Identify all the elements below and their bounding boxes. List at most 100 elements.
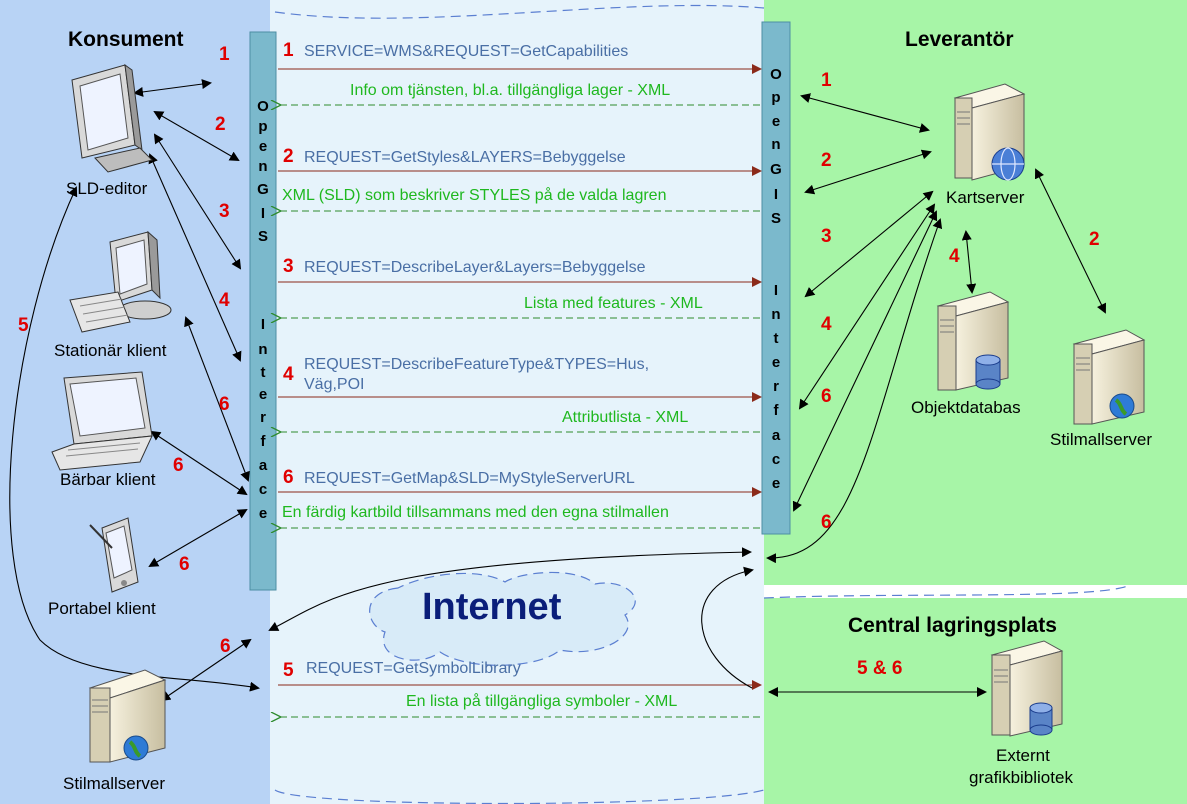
request-label: Väg,POI [304,376,365,393]
external-library-label-line2: grafikbibliotek [969,768,1073,787]
left-bar-letter: e [258,386,268,403]
left-bar-letter: e [258,138,268,155]
link-supplier-2 [804,149,932,195]
left-bar-letter: e [258,505,268,522]
left-bar-letter: f [260,433,266,450]
message-number: 4 [283,364,294,385]
consumer-link-number: 4 [219,290,230,311]
left-bar-letter: S [257,228,268,245]
message-number: 5 [283,660,294,681]
supplier-link-number: 1 [821,70,832,91]
response-label: En lista på tillgängliga symboler - XML [406,693,678,710]
consumer-link-number: 6 [219,394,230,415]
portable-client-icon [89,517,139,593]
map-server-icon [953,83,1026,181]
message-number: 2 [283,146,294,167]
map-server-label: Kartserver [946,188,1025,207]
left-bar-letter: n [258,158,268,175]
right-bar-letter: e [771,475,781,492]
cloud-edge-top [274,4,765,19]
sld-editor-label: SLD-editor [66,179,148,198]
response-label: En färdig kartbild tillsammans med den e… [282,504,669,521]
consumer-link-number: 6 [179,554,190,575]
left-bar-letter: G [257,181,269,198]
request-label: REQUEST=DescribeLayer&Layers=Bebyggelse [304,259,646,276]
right-bar-letter: f [773,402,779,419]
right-bar-letter: e [771,354,781,371]
central-title: Central lagringsplats [848,614,1057,637]
link-supplier-1 [800,93,930,133]
supplier-style-server-label: Stilmallserver [1050,430,1153,449]
right-bar-letter: p [771,89,781,106]
object-db-label: Objektdatabas [911,398,1021,417]
left-bar-letter: p [258,118,268,135]
link-stylemall-supplier [1034,168,1107,314]
supplier-link-number: 6 [821,386,832,407]
left-bar-letter: c [258,481,268,498]
left-bar-letter: I [260,316,266,333]
right-bar-letter: O [770,66,782,83]
stationary-client-icon [69,230,172,333]
response-label: Info om tjänsten, bl.a. tillgängliga lag… [350,82,671,99]
object-database-icon [936,291,1010,391]
right-bar-letter: n [771,306,781,323]
cloud-edge-right [763,584,1131,599]
consumer-link-number: 6 [220,636,231,657]
internet-label: Internet [422,586,562,628]
consumer-style-server-icon [88,669,167,763]
link-sld-1 [133,79,212,97]
response-label: Lista med features - XML [524,295,703,312]
right-bar-letter: I [773,282,779,299]
left-bar-letter: I [260,205,266,222]
right-bar-letter: I [773,186,779,203]
left-bar-letter: n [258,341,268,358]
left-bar-letter: r [260,409,266,426]
supplier-link-number: 2 [821,150,832,171]
supplier-link-number: 2 [1089,229,1100,250]
consumer-link-number: 6 [173,455,184,476]
right-bar-letter: a [771,427,781,444]
link-objectdb [961,230,977,294]
link-supplier-6b [766,218,943,564]
response-label: XML (SLD) som beskriver STYLES på de val… [282,187,667,204]
internet-region [270,0,764,804]
portable-client-label: Portabel klient [48,599,156,618]
request-label: REQUEST=GetSymbolLibrary [306,660,521,677]
left-bar-letter: a [258,457,268,474]
sld-editor-monitor-icon [71,63,153,173]
right-bar-letter: S [770,210,781,227]
external-library-label-line1: Externt [996,746,1050,765]
stationary-client-label: Stationär klient [54,341,167,360]
request-label: REQUEST=GetMap&SLD=MyStyleServerURL [304,470,635,487]
supplier-link-number: 6 [821,512,832,533]
message-number: 3 [283,256,294,277]
request-label: REQUEST=DescribeFeatureType&TYPES=Hus, [304,356,650,373]
right-bar-letter: e [771,113,781,130]
supplier-link-number: 4 [821,314,832,335]
supplier-style-server-icon [1072,329,1146,425]
consumer-link-number: 5 [18,315,29,336]
left-bar-letter: O [257,98,269,115]
right-bar-letter: n [771,136,781,153]
consumer-link-number: 3 [219,201,230,222]
right-bar-letter: r [773,378,779,395]
consumer-link-number: 1 [219,44,230,65]
laptop-client-label: Bärbar klient [60,470,156,489]
supplier-link-number: 4 [949,246,960,267]
laptop-client-icon [51,371,153,471]
external-library-server-icon [990,640,1064,737]
consumer-link-number: 2 [215,114,226,135]
consumer-title: Konsument [68,28,184,51]
supplier-link-number: 3 [821,226,832,247]
left-bar-letter: t [260,364,266,381]
right-bar-letter: G [770,161,782,178]
supplier-title: Leverantör [905,28,1014,51]
request-label: SERVICE=WMS&REQUEST=GetCapabilities [304,43,629,60]
right-bar-letter: t [773,330,779,347]
cloud-edge-bottom [274,789,765,804]
right-bar-letter: c [771,451,781,468]
link-sld-5 [9,186,260,692]
response-label: Attributlista - XML [562,409,689,426]
internet-link-upper [268,547,752,631]
